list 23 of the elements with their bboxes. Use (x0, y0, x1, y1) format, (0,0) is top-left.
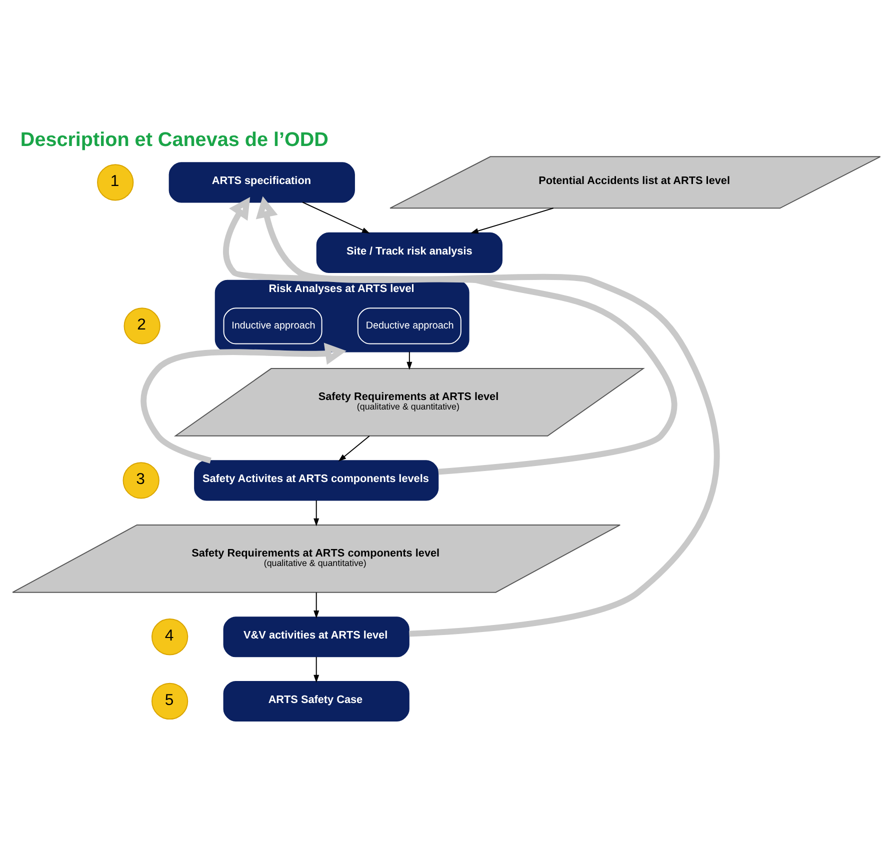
arrow (314, 656, 320, 683)
arrow (314, 500, 320, 526)
arrow (140, 342, 346, 464)
node-box: V&V activities at ARTS level (223, 616, 410, 658)
arrow (314, 592, 320, 618)
node-box: ARTS specification (168, 162, 355, 203)
node-circle: 4 (152, 618, 188, 656)
arrow (302, 202, 370, 234)
arrow (223, 196, 678, 475)
node-circle: 3 (122, 462, 160, 499)
arrow (338, 435, 370, 462)
arrow (470, 208, 554, 234)
node-box: Inductive approach (223, 308, 322, 344)
arrow (406, 351, 412, 370)
node-circle: 1 (97, 164, 134, 201)
node-box: Deductive approach (357, 308, 462, 344)
node-box: Site / Track risk analysis (316, 232, 502, 273)
node-box: Safety Activites at ARTS components levels (194, 460, 439, 501)
node-circle: 5 (152, 682, 188, 720)
diagram-title: Description et Canevas de l’ODD (20, 128, 328, 151)
arrow (256, 196, 720, 637)
node-box: ARTS Safety Case (223, 680, 410, 722)
node-circle: 2 (124, 308, 160, 344)
